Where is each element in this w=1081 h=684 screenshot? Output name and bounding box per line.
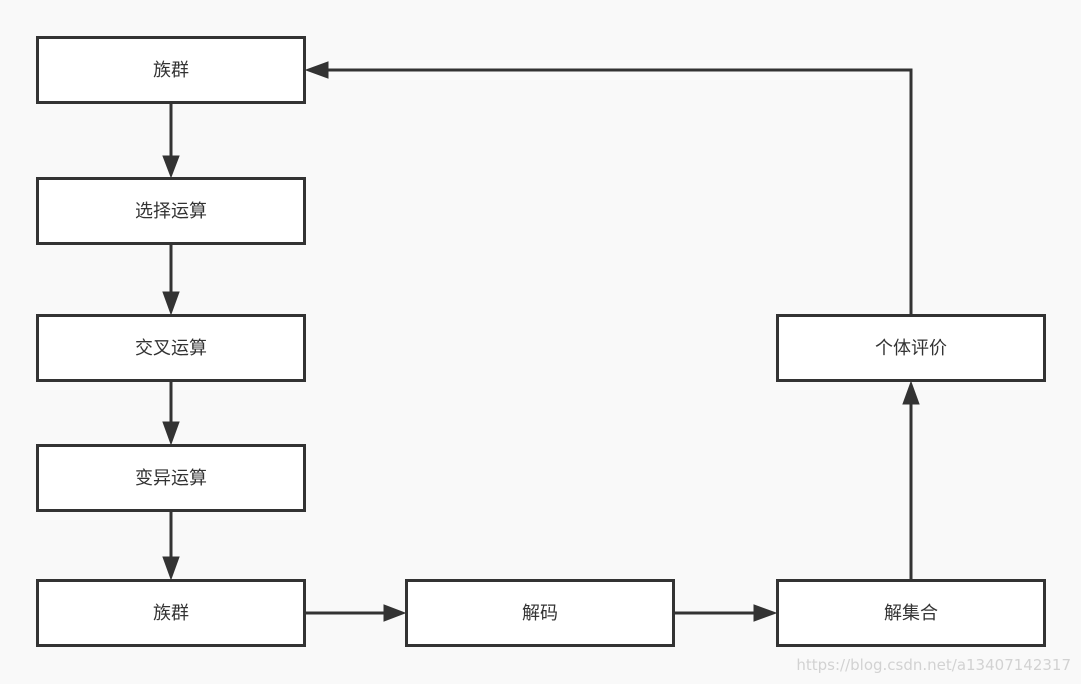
edge-population-to-decoding <box>305 604 407 622</box>
edge-solution-set-to-evaluation <box>902 380 920 580</box>
arrow-down-icon <box>162 155 180 179</box>
arrow-down-icon <box>162 291 180 316</box>
node-population-bottom-label: 族群 <box>153 603 189 624</box>
arrow-up-icon <box>902 380 920 405</box>
node-population-bottom: 族群 <box>36 579 306 647</box>
arrow-left-icon <box>304 61 329 79</box>
edge-population-to-selection <box>162 103 180 179</box>
edge-evaluation-to-population <box>304 61 913 315</box>
edge-decoding-to-solution-set <box>674 604 778 622</box>
node-solution-set: 解集合 <box>776 579 1046 647</box>
node-population-top: 族群 <box>36 36 306 104</box>
node-evaluation: 个体评价 <box>776 314 1046 382</box>
arrow-right-icon <box>383 604 407 622</box>
node-crossover: 交叉运算 <box>36 314 306 382</box>
node-decoding-label: 解码 <box>522 603 558 624</box>
node-selection-label: 选择运算 <box>135 201 207 222</box>
arrow-down-icon <box>162 421 180 446</box>
node-crossover-label: 交叉运算 <box>135 338 207 359</box>
node-evaluation-label: 个体评价 <box>875 338 947 359</box>
node-population-top-label: 族群 <box>153 60 189 81</box>
node-mutation-label: 变异运算 <box>135 468 207 489</box>
edge-mutation-to-population <box>162 511 180 581</box>
arrow-right-icon <box>753 604 778 622</box>
edge-selection-to-crossover <box>162 244 180 316</box>
watermark-url: https://blog.csdn.net/a13407142317 <box>796 656 1071 674</box>
node-mutation: 变异运算 <box>36 444 306 512</box>
arrow-down-icon <box>162 556 180 581</box>
node-decoding: 解码 <box>405 579 675 647</box>
edge-crossover-to-mutation <box>162 381 180 446</box>
node-solution-set-label: 解集合 <box>884 603 938 624</box>
node-selection: 选择运算 <box>36 177 306 245</box>
